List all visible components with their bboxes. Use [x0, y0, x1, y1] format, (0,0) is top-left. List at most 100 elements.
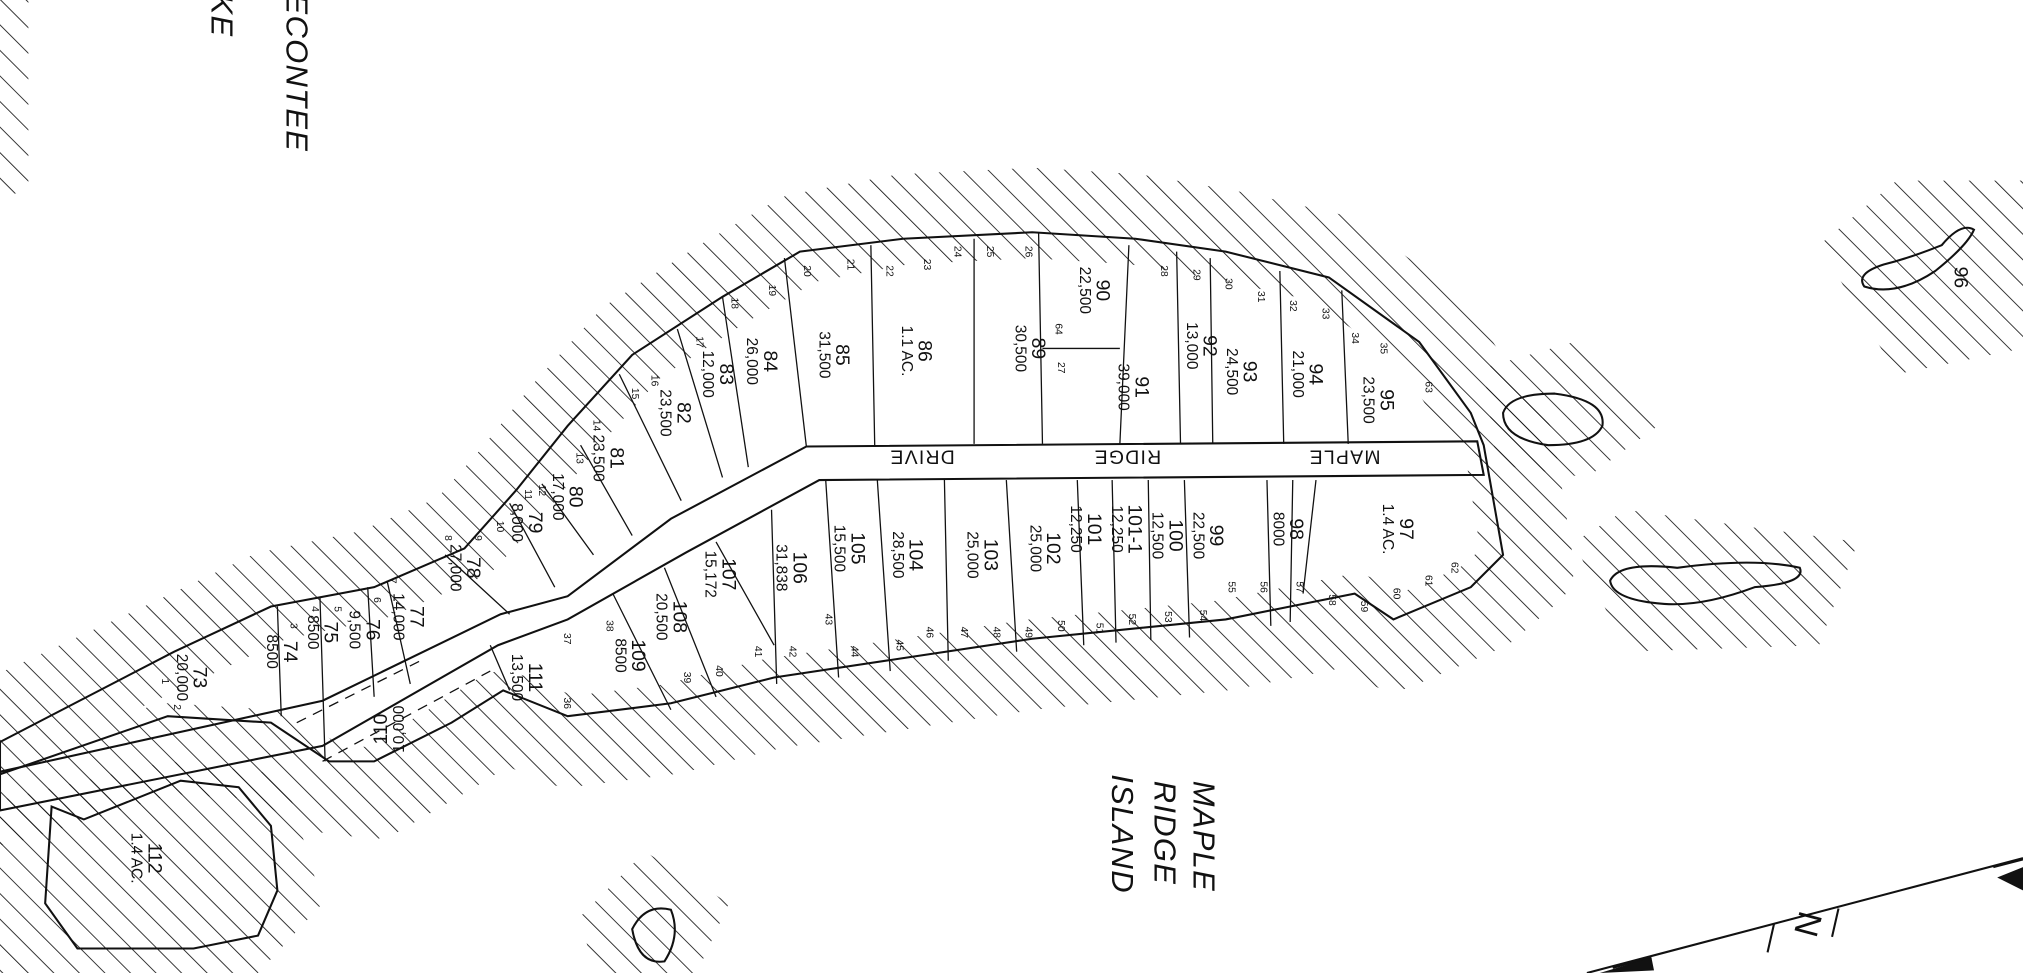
lot-number: 92: [1199, 335, 1221, 357]
maple-ridge-drive: [0, 440, 1485, 812]
lot-number: 108: [668, 601, 690, 633]
lot-area: 27,000: [446, 544, 463, 591]
frontage-number: 33: [1319, 308, 1330, 320]
lot-area: 22,500: [1189, 512, 1206, 559]
lot-number: 90: [1092, 280, 1114, 302]
lot-area: 20,500: [653, 593, 670, 640]
lot-area: 24,500: [1223, 348, 1240, 395]
frontage-number: 21: [845, 259, 856, 271]
frontage-number: 1: [159, 678, 170, 684]
frontage-number: 7: [387, 578, 398, 584]
lot-label-101-1: 101-112,250: [1108, 504, 1146, 553]
frontage-number: 57: [1294, 581, 1305, 593]
lot-area: 25,000: [964, 531, 981, 578]
frontage-number: 47: [958, 627, 969, 639]
frontage-number: 64: [1052, 323, 1063, 335]
lot-number: 95: [1375, 389, 1397, 411]
lot-label-86: 861.1 AC.: [898, 326, 936, 377]
lot-number: 77: [405, 606, 427, 628]
frontage-number: 63: [1423, 381, 1434, 393]
lot-area: 15,172: [702, 551, 719, 598]
road-label-maple: MAPLE: [1308, 445, 1380, 467]
lot-area: 8000: [1269, 512, 1286, 546]
frontage-number: 36: [561, 698, 572, 710]
frontage-number: 59: [1358, 601, 1369, 613]
lot-area: 39,000: [1115, 363, 1132, 410]
frontage-number: 53: [1162, 611, 1173, 623]
frontage-number: 61: [1423, 575, 1434, 587]
island-label-line-3: ISLAND: [1105, 774, 1140, 894]
frontage-number: 2: [171, 704, 182, 710]
frontage-number: 62: [1448, 562, 1459, 574]
frontage-number: 45: [894, 639, 905, 651]
lot-number: 89: [1027, 338, 1049, 360]
lot-area: 8500: [263, 634, 280, 668]
lot-area: 17,000: [549, 473, 566, 520]
lot-number: 102: [1042, 532, 1064, 564]
lot-area: 8,000: [508, 503, 525, 542]
frontage-number: 27: [1055, 362, 1066, 374]
lot-area: 10,000: [391, 705, 408, 752]
lot-number: 75: [320, 622, 342, 644]
lot-area: 20,000: [173, 654, 190, 701]
lot-number: 86: [914, 340, 936, 362]
lot-number: 112: [143, 843, 165, 874]
island-outline: [0, 231, 1505, 776]
lot-number: 104: [905, 539, 927, 572]
frontage-number: 39: [681, 672, 692, 684]
frontage-number: 8: [442, 535, 453, 541]
lot-number: 107: [718, 558, 740, 590]
north-label: N: [1788, 908, 1830, 941]
lot-number: 83: [715, 363, 737, 385]
lot-number: 100: [1164, 519, 1186, 551]
frontage-number: 22: [883, 265, 894, 277]
lot-number: 98: [1285, 518, 1307, 540]
lot-number: 81: [606, 447, 628, 469]
lot-area: 26,000: [743, 338, 760, 385]
frontage-number: 42: [787, 646, 798, 658]
lot-number: 99: [1205, 525, 1227, 547]
frontage-number: 55: [1225, 581, 1236, 593]
lot-area: 31,500: [815, 331, 832, 378]
frontage-number: 48: [990, 627, 1001, 639]
lot-number: 96: [1950, 267, 1972, 289]
lot-number: 82: [672, 402, 694, 424]
lot-number: 101: [1083, 513, 1105, 545]
lot-number: 80: [565, 486, 587, 508]
frontage-number: 43: [823, 614, 834, 626]
frontage-number: 41: [752, 646, 763, 658]
frontage-number: 25: [984, 246, 995, 258]
lot-number: 110: [370, 714, 392, 745]
lot-area: 1.4 AC.: [128, 833, 145, 884]
frontage-number: 14: [590, 420, 601, 432]
lot-area: 12,250: [1108, 505, 1125, 552]
lot-number: 91: [1130, 376, 1152, 398]
lot-number: 105: [847, 532, 869, 564]
frontage-number: 51: [1094, 623, 1105, 635]
lot-area: 14,000: [390, 593, 407, 640]
lot-area: 12,250: [1067, 505, 1084, 552]
lot-area: 30,500: [1011, 325, 1028, 372]
frontage-number: 3: [287, 623, 298, 629]
lot-area: 15,500: [831, 525, 848, 572]
lot-number: 84: [759, 351, 781, 373]
frontage-number: 12: [536, 485, 547, 497]
